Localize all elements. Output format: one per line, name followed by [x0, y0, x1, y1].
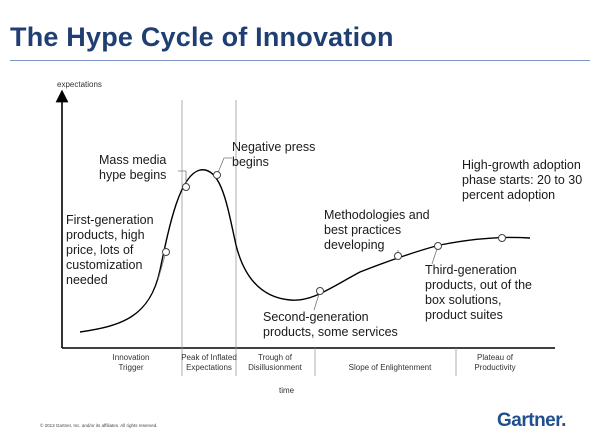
callout-marker: [182, 183, 190, 191]
callout-leader: [157, 251, 167, 281]
annotation-negative-press: Negative press begins: [232, 140, 316, 169]
y-axis-label: expectations: [57, 80, 102, 89]
annotation-third-gen: Third-generation products, out of the bo…: [425, 263, 533, 322]
phase-innovation-trigger: Innovation Trigger: [112, 353, 150, 372]
x-axis-label: time: [279, 386, 295, 395]
phase-slope: Slope of Enlightenment: [348, 363, 432, 372]
copyright-notice: © 2013 Gartner, Inc. and/or its affiliat…: [40, 423, 158, 428]
callout-leader: [216, 157, 232, 176]
annotation-methodologies: Methodologies and best practices develop…: [324, 208, 430, 252]
phase-trough: Trough of Disillusionment: [248, 353, 302, 372]
phase-plateau: Plateau of Productivity: [474, 353, 516, 372]
callout-marker: [213, 171, 221, 179]
title-divider: [10, 60, 590, 61]
callout-marker: [162, 248, 170, 256]
callout-marker: [434, 242, 442, 250]
annotation-mass-media: Mass media hype begins: [99, 153, 167, 182]
page-title: The Hype Cycle of Innovation: [10, 22, 394, 52]
annotation-high-growth: High-growth adoption phase starts: 20 to…: [462, 158, 583, 202]
annotation-first-gen: First-generation products, high price, l…: [66, 213, 154, 287]
gartner-logo: Gartner.: [497, 410, 566, 431]
callout-marker: [498, 234, 506, 242]
callout-leader: [178, 170, 187, 187]
callout-marker: [316, 287, 324, 295]
phase-peak: Peak of Inflated Expectations: [181, 353, 237, 372]
callout-marker: [394, 252, 402, 260]
annotation-second-gen: Second-generation products, some service…: [263, 310, 398, 339]
hype-curve: [79, 169, 531, 333]
